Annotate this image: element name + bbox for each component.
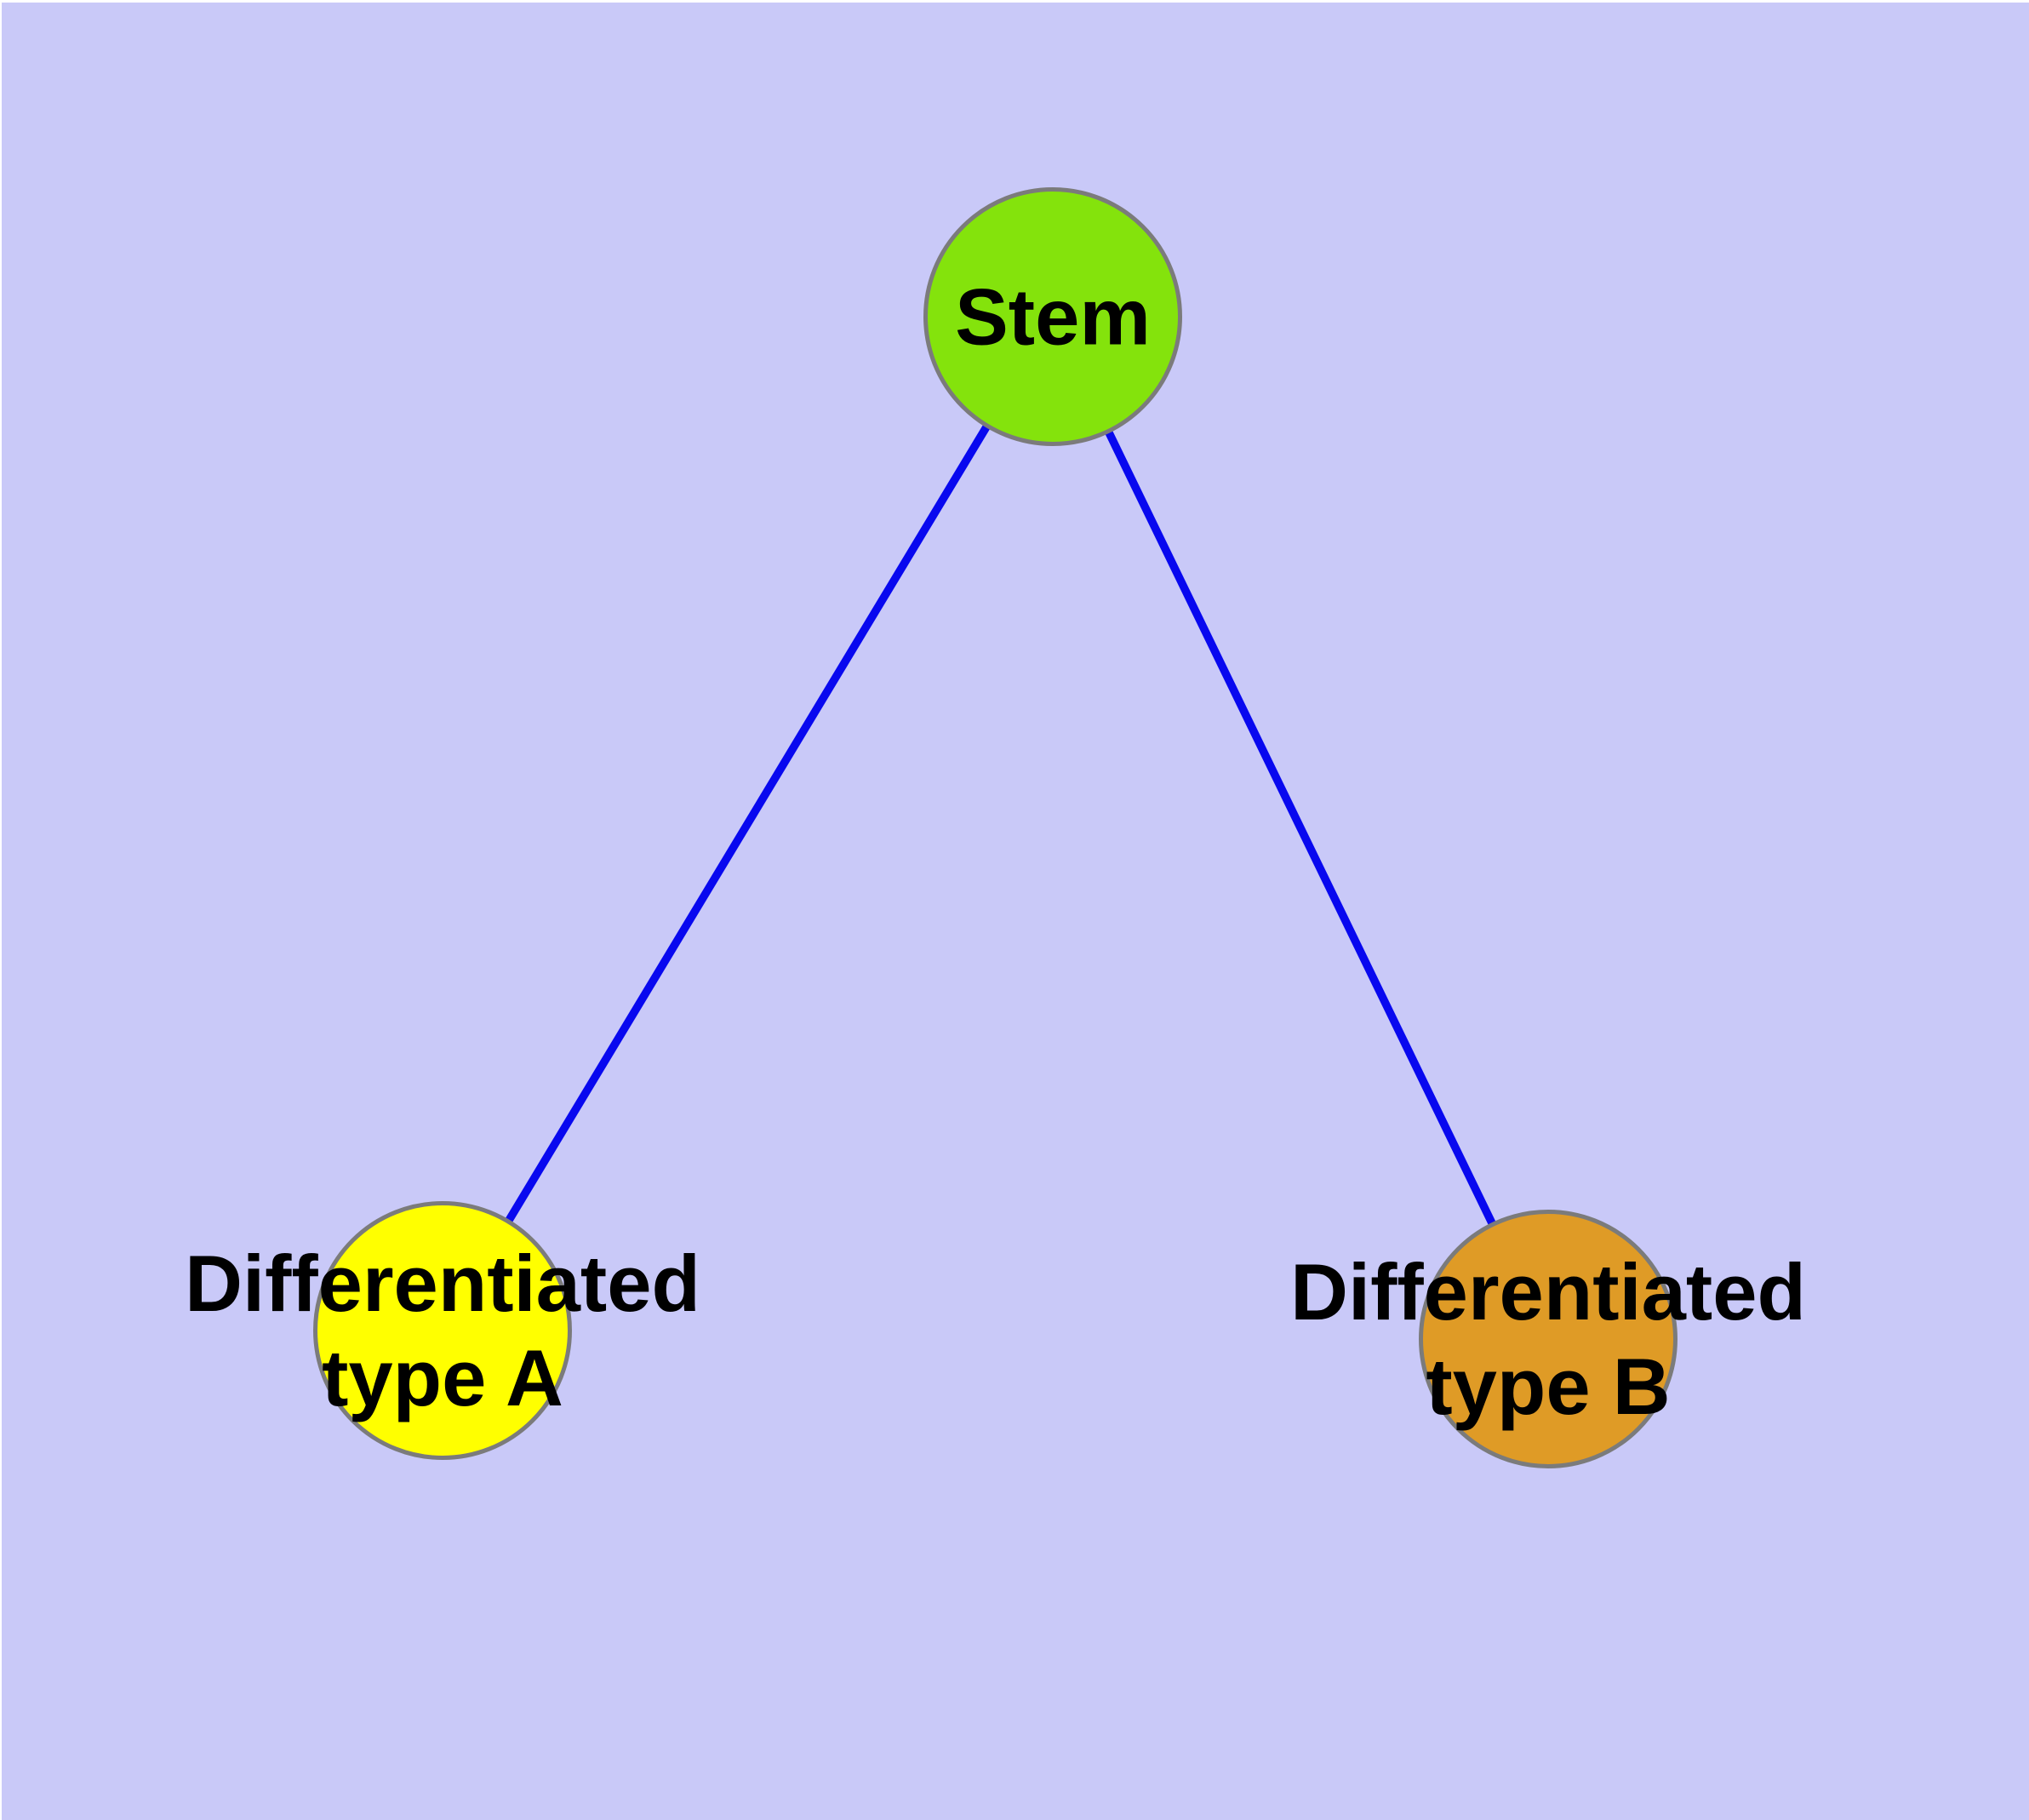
node-differentiated-type-a: Differentiated type A <box>185 1201 700 1460</box>
edge-stem-to-type-b <box>1049 314 1552 1342</box>
node-stem-label: Stem <box>955 272 1151 362</box>
node-differentiated-type-b: Differentiated type B <box>1290 1210 1806 1468</box>
edge-stem-to-type-a <box>438 314 1057 1333</box>
node-stem: Stem <box>923 187 1182 446</box>
